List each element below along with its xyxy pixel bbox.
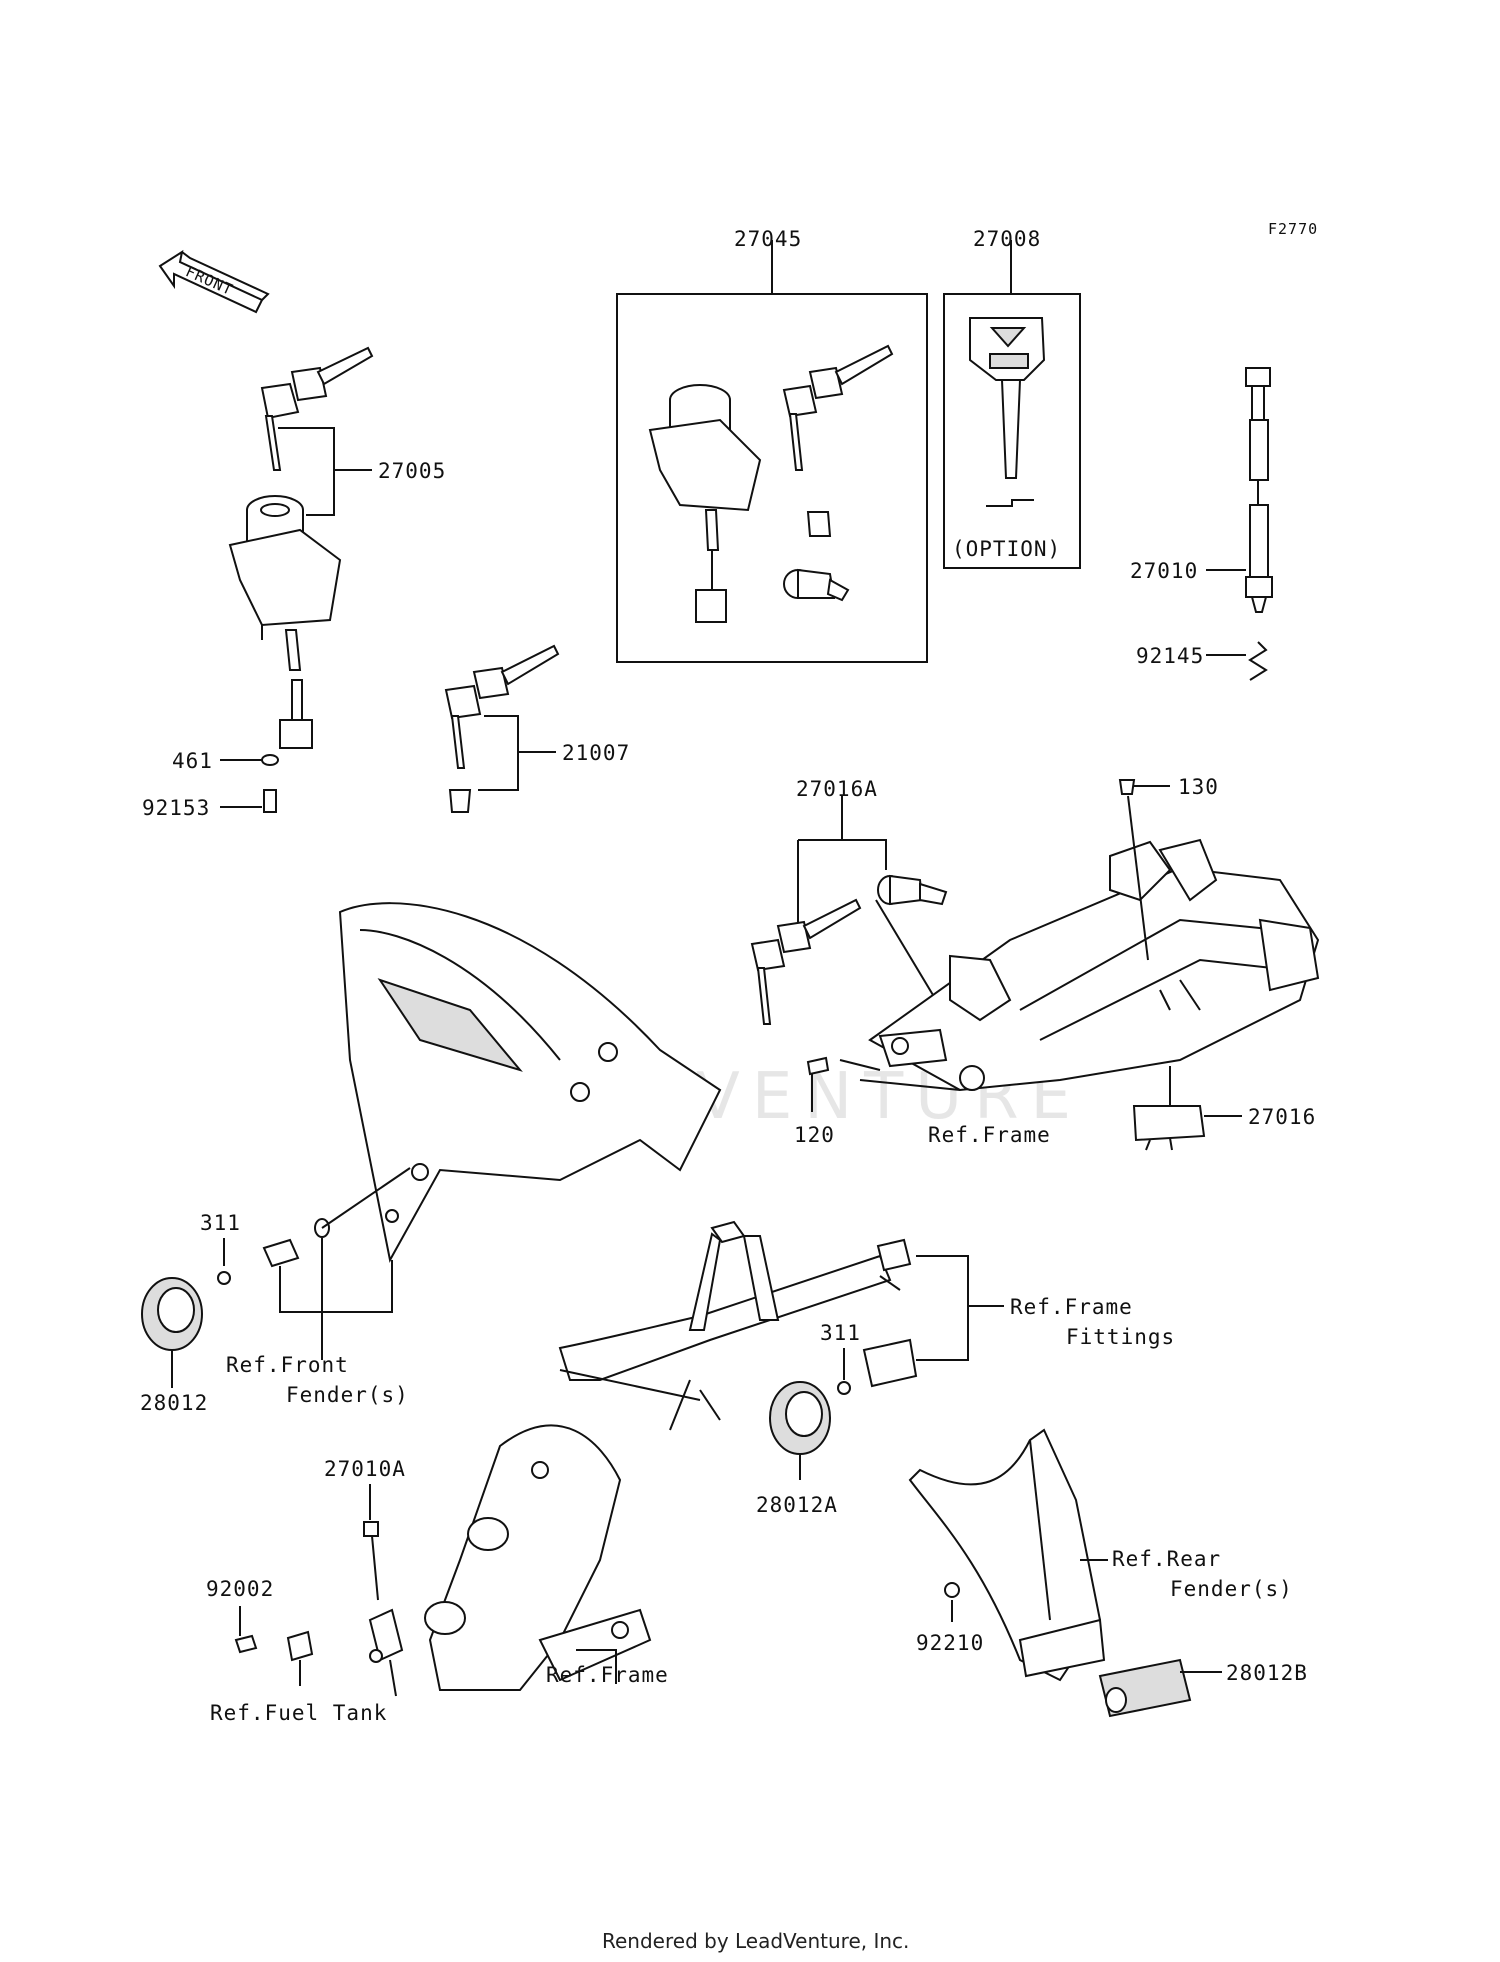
label-27010A: 27010A [324,1457,406,1481]
label-ref-frame-fittings-1: Ref.Frame [1010,1295,1133,1319]
screw-92153 [263,789,277,813]
label-130: 130 [1178,775,1219,799]
screw-120 [806,1056,830,1076]
rear-fender [908,1428,1106,1682]
leader-21007 [478,715,519,791]
washer-461 [261,754,279,766]
switch-27010 [1245,367,1273,613]
spring-92145 [1248,641,1268,681]
label-27016A: 27016A [796,777,878,801]
label-28012: 28012 [140,1391,208,1415]
label-28012B: 28012B [1226,1661,1308,1685]
label-311-a: 311 [200,1211,241,1235]
label-ref-frame-1: Ref.Frame [928,1123,1051,1147]
key-cut-icon [986,499,1034,507]
label-27045: 27045 [734,227,802,251]
label-ref-frame-fittings-2: Fittings [1066,1325,1175,1349]
option-label: (OPTION) [952,537,1061,561]
label-27016: 27016 [1248,1105,1316,1129]
reflector-28012B [1098,1658,1192,1718]
keys-27045 [782,344,894,471]
label-28012A: 28012A [756,1493,838,1517]
leader-ref-frame-2 [576,1649,617,1684]
keys-27016A [750,898,862,1025]
label-92002: 92002 [206,1577,274,1601]
lock-27016A [877,874,948,906]
label-92210: 92210 [916,1631,984,1655]
leader-ref-front-fender [279,1260,393,1313]
footer-credit: Rendered by LeadVenture, Inc. [602,1929,909,1953]
label-461: 461 [172,749,213,773]
front-arrow-icon [158,249,270,314]
label-92145: 92145 [1136,644,1204,668]
label-27008: 27008 [973,227,1041,251]
leader-27016A [797,839,887,930]
bolt-92002 [234,1634,258,1654]
leader-ref-frame-fittings [916,1255,969,1361]
nut-92210 [944,1582,960,1598]
label-311-b: 311 [820,1321,861,1345]
label-ref-frame-2: Ref.Frame [546,1663,669,1687]
bracket-27016 [1132,1105,1206,1151]
bolt-130 [1118,779,1136,795]
label-ref-fuel-tank: Ref.Fuel Tank [210,1701,387,1725]
label-21007: 21007 [562,741,630,765]
reflector-28012 [141,1277,203,1351]
label-ref-front-fender-2: Fender(s) [286,1383,409,1407]
option-key-icon [969,317,1046,479]
ignition-switch-27005 [228,495,342,749]
front-fender [338,902,722,1263]
leader-washer [321,1167,411,1229]
lock-cylinder-27045 [806,511,832,537]
switch-27010A [363,1521,404,1697]
frame-fittings [558,1220,918,1431]
label-92153: 92153 [142,796,210,820]
label-27010: 27010 [1130,559,1198,583]
figure-code: F2770 [1268,220,1318,238]
leader-130-b [1127,795,1149,961]
label-ref-rear-fender-2: Fender(s) [1170,1577,1293,1601]
keys-21007 [444,644,560,813]
frame-lower-left [424,1424,652,1691]
keys-27005 [260,346,374,471]
clip-fuel-tank [286,1630,314,1662]
leader-27005 [278,427,335,516]
reflector-28012A [769,1381,831,1455]
frame-upper [839,838,1320,1092]
label-ref-rear-fender-1: Ref.Rear [1112,1547,1221,1571]
label-ref-front-fender-1: Ref.Front [226,1353,349,1377]
nut-311-b [837,1381,851,1395]
label-120: 120 [794,1123,835,1147]
ignition-switch-27045 [648,384,762,623]
leader-ff-a [879,1275,901,1291]
seat-lock-27045 [783,568,850,602]
label-27005: 27005 [378,459,446,483]
